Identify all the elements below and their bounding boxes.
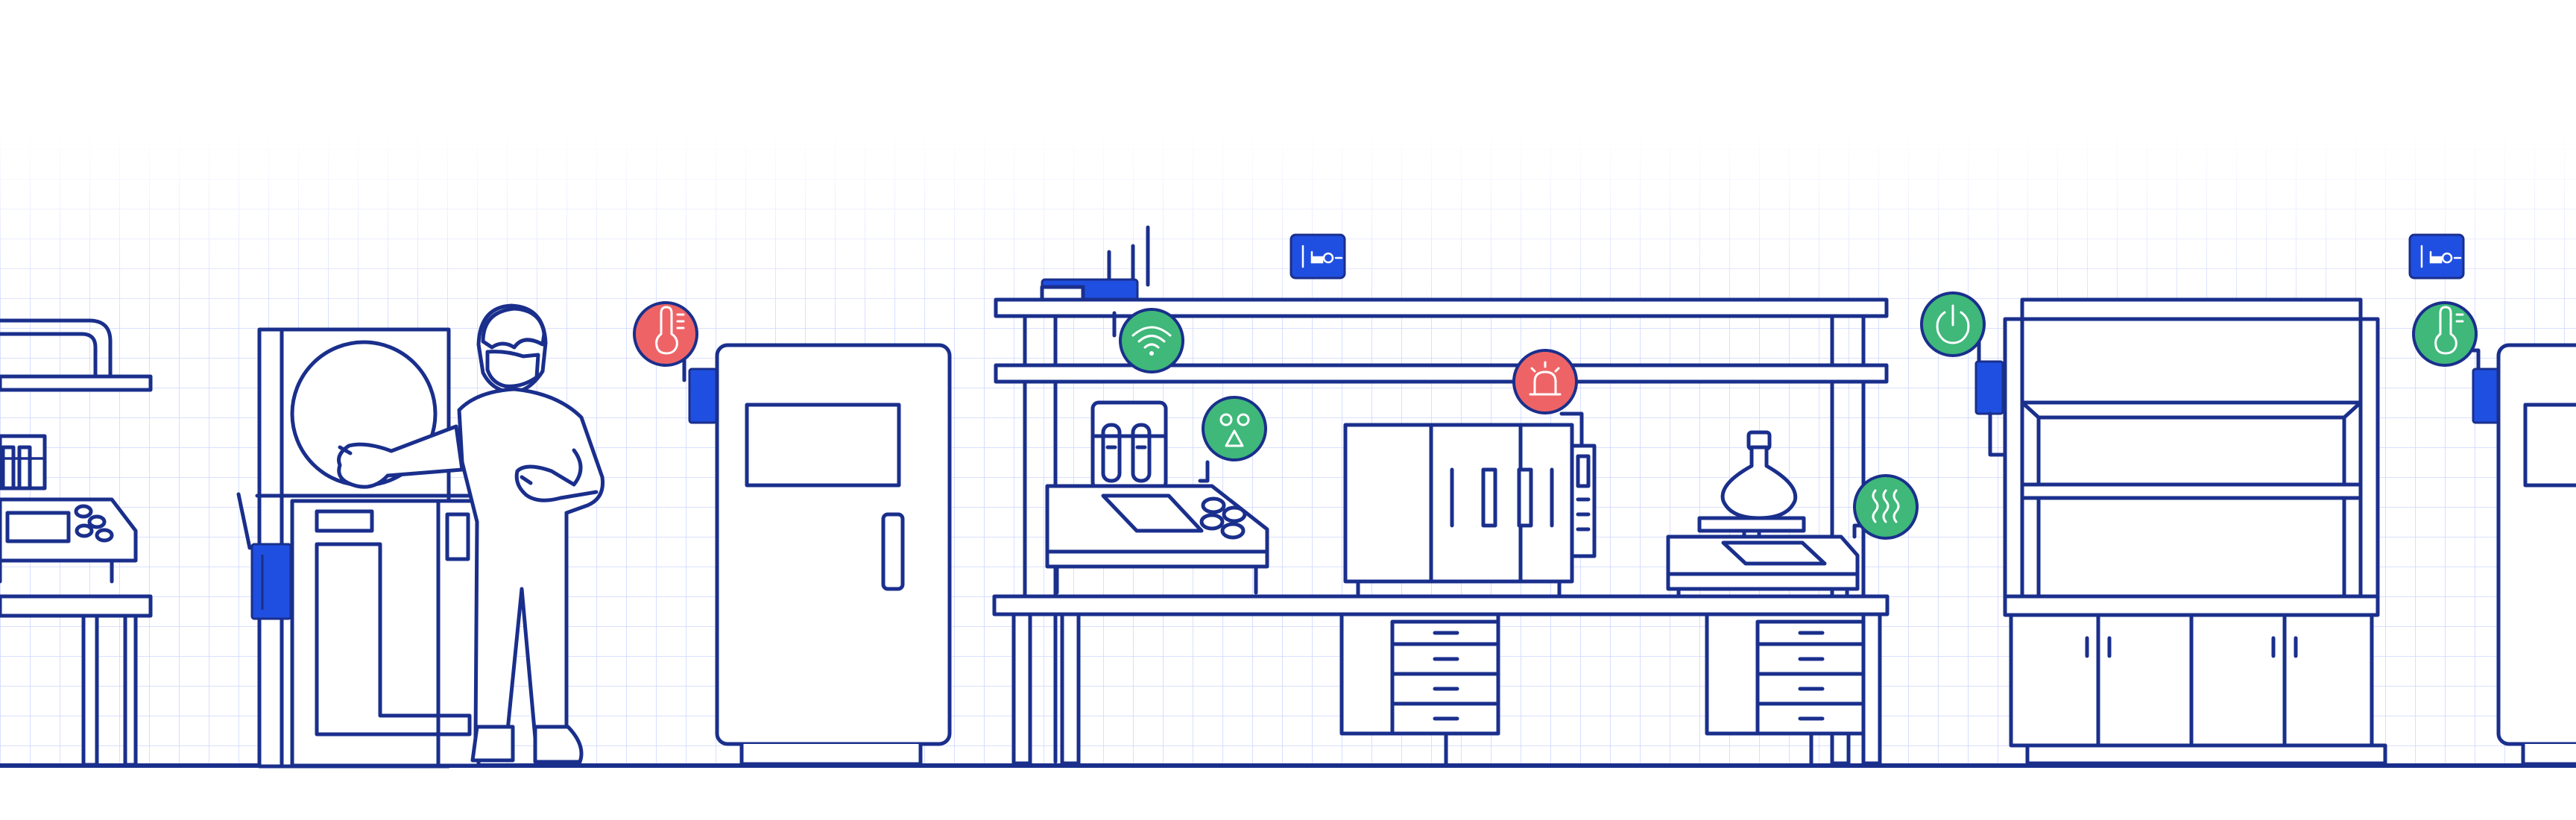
incubator	[1343, 411, 1597, 599]
thermometer-icon	[2434, 306, 2464, 355]
id-tag-right	[2408, 233, 2465, 280]
freezer	[715, 343, 952, 766]
autoclave	[236, 327, 481, 769]
sensor-badge	[1198, 396, 1267, 483]
power-badge	[1920, 291, 1986, 368]
wifi-icon	[1131, 326, 1172, 356]
flask-scale	[1666, 430, 1860, 599]
tube-rack	[1090, 400, 1168, 491]
analyzer-device	[1045, 484, 1269, 595]
id-tag-center	[1289, 233, 1346, 280]
alarm-badge	[1512, 349, 1578, 414]
fume-hood	[1920, 291, 2387, 766]
drawer-cabinet-left	[1339, 612, 1500, 766]
scientist	[337, 303, 605, 764]
wifi-badge	[1112, 308, 1184, 373]
drawer-cabinet-right	[1705, 612, 1866, 766]
center-workstation	[992, 225, 1919, 766]
vibration-icon	[1872, 489, 1900, 523]
right-freezer	[2408, 233, 2576, 766]
tube-rack-left	[0, 434, 47, 491]
power-icon	[1936, 304, 1970, 344]
alarm-icon	[1529, 361, 1562, 396]
router	[1040, 225, 1150, 305]
sensor-box-autoclave	[236, 492, 292, 620]
vibration-badge	[1852, 474, 1919, 540]
left-bench	[0, 318, 153, 767]
sensor-icon	[1219, 413, 1250, 447]
thermometer-badge-right	[2412, 301, 2481, 379]
thermometer-icon	[655, 306, 685, 355]
analyzer-device-left	[0, 497, 138, 584]
